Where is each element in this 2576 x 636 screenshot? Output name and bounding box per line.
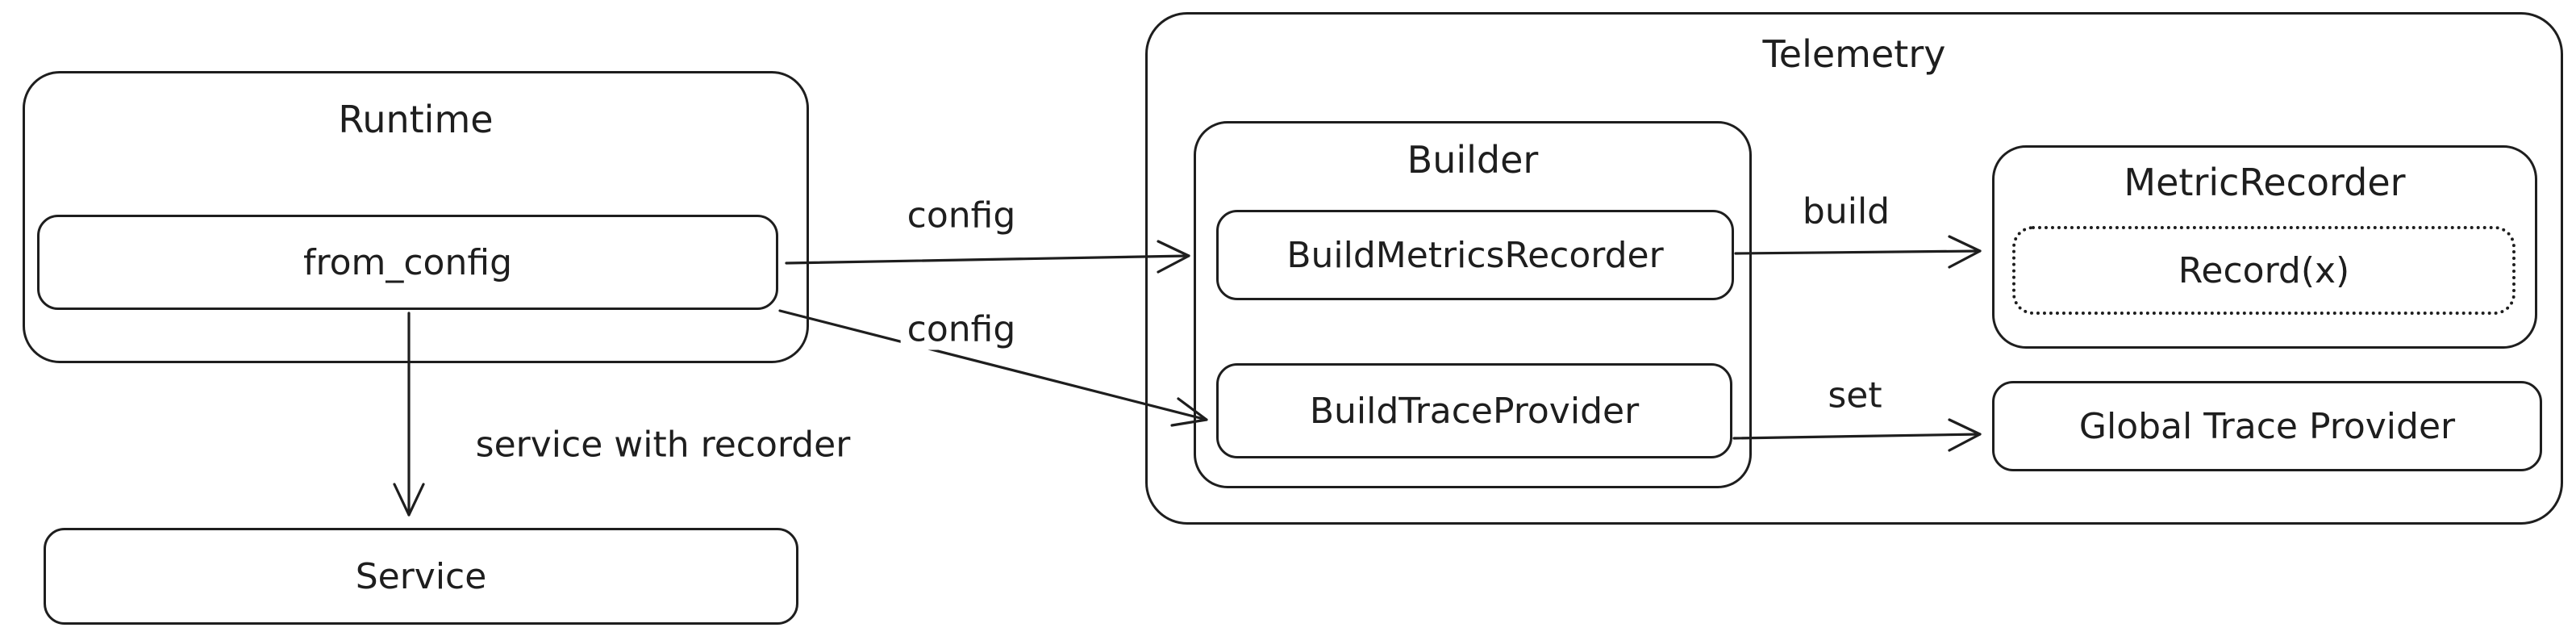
config-to-metrics-label: config <box>900 195 1023 236</box>
from-config-box: from_config <box>37 215 778 310</box>
metric-recorder-title: MetricRecorder <box>2124 161 2406 204</box>
global-trace-provider-label: Global Trace Provider <box>2078 405 2456 447</box>
build-label: build <box>1795 190 1897 232</box>
service-box: Service <box>44 528 798 625</box>
record-x-box: Record(x) <box>2012 226 2516 315</box>
config-to-trace-label: config <box>900 308 1023 350</box>
metric-recorder-box: MetricRecorder <box>1992 145 2537 349</box>
build-trace-provider-box: BuildTraceProvider <box>1216 363 1732 458</box>
build-trace-provider-label: BuildTraceProvider <box>1309 390 1640 432</box>
telemetry-title: Telemetry <box>1762 32 1946 76</box>
global-trace-provider-box: Global Trace Provider <box>1992 381 2542 471</box>
builder-title: Builder <box>1407 138 1539 182</box>
runtime-box: Runtime <box>23 71 809 363</box>
from-config-label: from_config <box>302 241 513 283</box>
edge-config-to-metrics <box>785 240 1190 274</box>
record-x-label: Record(x) <box>2178 249 2350 291</box>
build-metrics-recorder-box: BuildMetricsRecorder <box>1216 210 1734 300</box>
builder-box: Builder <box>1194 121 1752 488</box>
service-label: Service <box>355 555 487 597</box>
runtime-title: Runtime <box>338 98 494 141</box>
build-metrics-recorder-label: BuildMetricsRecorder <box>1286 234 1664 276</box>
set-label: set <box>1821 374 1889 416</box>
service-with-recorder-label: service with recorder <box>469 424 857 466</box>
telemetry-box: Telemetry <box>1145 12 2563 525</box>
